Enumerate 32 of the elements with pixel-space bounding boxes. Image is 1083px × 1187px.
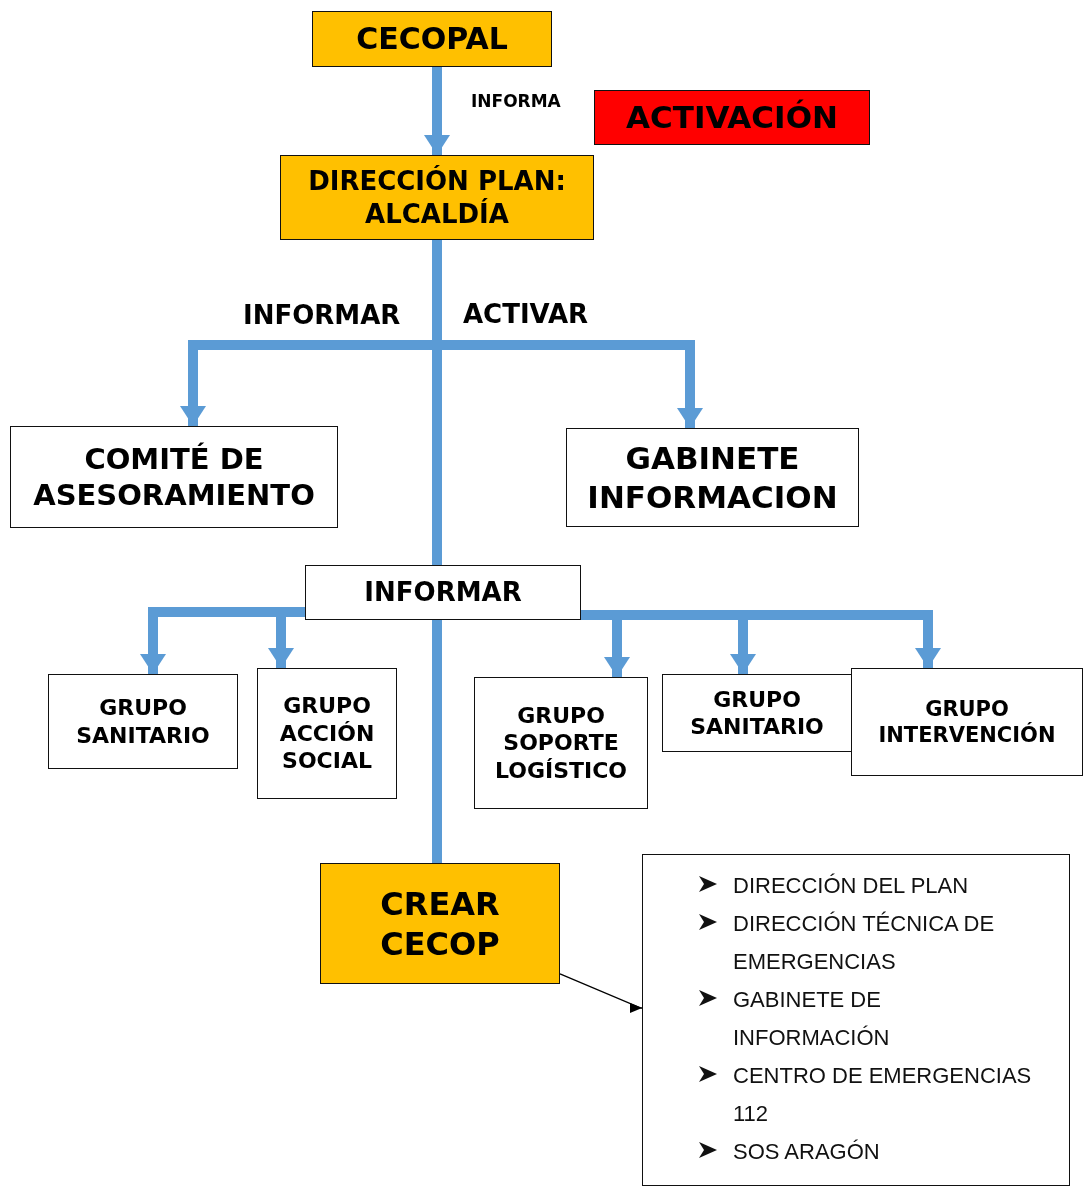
process-box: [851, 668, 1083, 776]
node-label: GRUPO SOPORTE LOGÍSTICO: [493, 701, 629, 785]
list-item: GABINETE DE INFORMACIÓN: [733, 986, 891, 1052]
process-box: [594, 90, 870, 145]
node-label: CECOPAL: [355, 20, 509, 58]
list-item: DIRECCIÓN DEL PLAN: [733, 872, 970, 900]
process-box: [566, 428, 859, 527]
process-box: [280, 155, 594, 240]
node-label: INFORMAR: [363, 576, 523, 609]
process-box: [305, 565, 581, 620]
node-label: COMITÉ DE ASESORAMIENTO: [32, 440, 316, 514]
list-item: DIRECCIÓN TÉCNICA DE EMERGENCIAS: [733, 910, 996, 976]
node-label: GRUPO INTERVENCIÓN: [877, 695, 1057, 749]
process-box: [312, 11, 552, 67]
process-box: [10, 426, 338, 528]
node-label: CREAR CECOP: [379, 883, 501, 964]
process-box: [662, 674, 852, 752]
node-label: DIRECCIÓN PLAN: ALCALDÍA: [307, 165, 567, 230]
node-label: GRUPO ACCIÓN SOCIAL: [278, 692, 376, 775]
node-label: GRUPO SANITARIO: [75, 694, 211, 749]
block-arrow: [424, 67, 450, 155]
arrow: [559, 973, 643, 1013]
list-item: SOS ARAGÓN: [733, 1138, 881, 1166]
node-label: GABINETE INFORMACION: [586, 438, 839, 517]
list-item: CENTRO DE EMERGENCIAS 112: [733, 1062, 1033, 1128]
node-label: GRUPO SANITARIO: [689, 685, 825, 741]
process-box: [320, 863, 560, 984]
process-box: [48, 674, 238, 769]
process-box: [257, 668, 397, 799]
node-label: ACTIVACIÓN: [625, 98, 839, 137]
process-box: [474, 677, 648, 809]
list-box: [642, 854, 1070, 1186]
